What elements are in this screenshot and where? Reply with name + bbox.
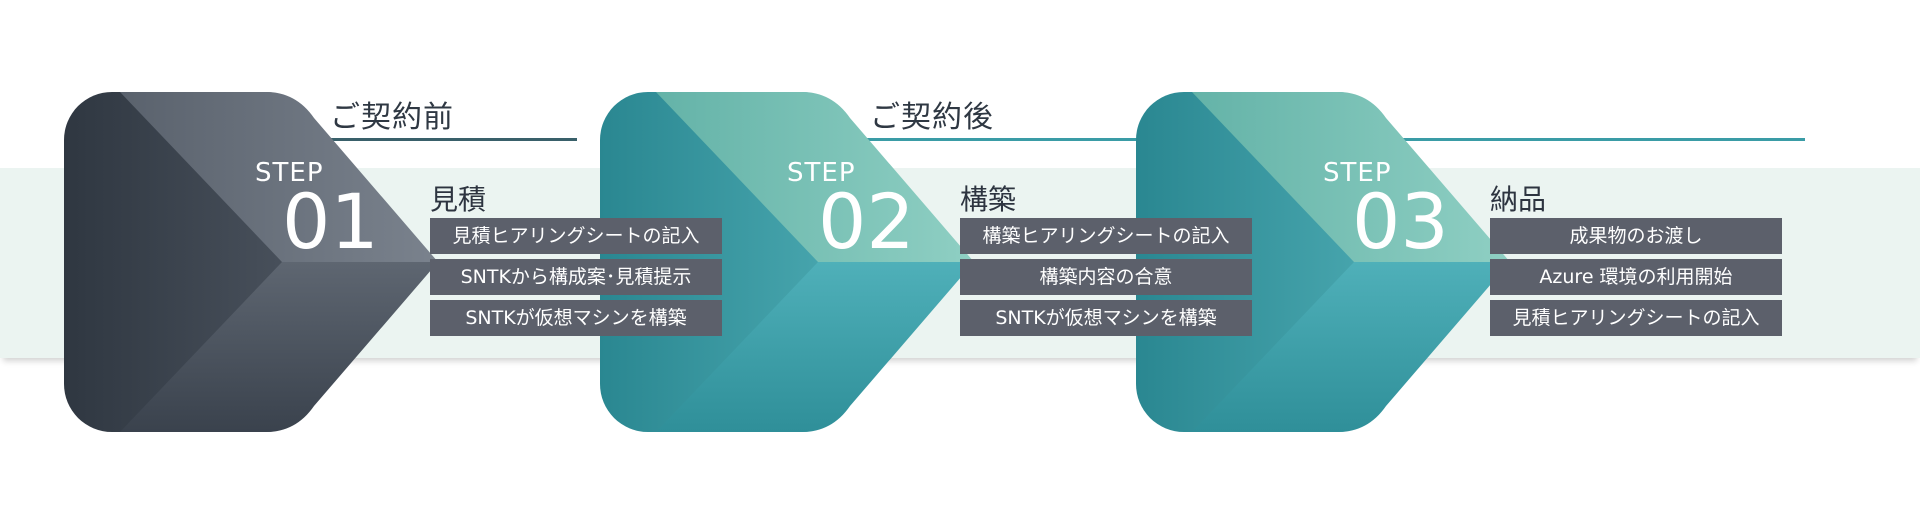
step-02-heading: 構築 xyxy=(960,183,1017,216)
step-01-heading: 見積 xyxy=(430,183,487,216)
step-02-item-3: SNTKが仮想マシンを構築 xyxy=(960,300,1252,336)
step-02-item-2: 構築内容の合意 xyxy=(960,259,1252,295)
step-03-number: 03 xyxy=(1352,177,1449,266)
step-01-item-2: SNTKから構成案･見積提示 xyxy=(430,259,722,295)
step-03-item-3: 見積ヒアリングシートの記入 xyxy=(1490,300,1782,336)
step-02-label: STEP xyxy=(787,158,856,188)
step-03-item-2: Azure 環境の利用開始 xyxy=(1490,259,1782,295)
step-03-label: STEP xyxy=(1323,158,1392,188)
step-01-number: 01 xyxy=(282,177,379,266)
step-03-item-1: 成果物のお渡し xyxy=(1490,218,1782,254)
step-01-item-3: SNTKが仮想マシンを構築 xyxy=(430,300,722,336)
step-01-item-1: 見積ヒアリングシートの記入 xyxy=(430,218,722,254)
phase-title-before: ご契約前 xyxy=(330,100,454,135)
step-01-label: STEP xyxy=(255,158,324,188)
step-03-heading: 納品 xyxy=(1490,183,1547,216)
step-02-chevron xyxy=(600,92,974,432)
phase-title-after: ご契約後 xyxy=(870,100,994,135)
step-01-chevron xyxy=(64,92,438,432)
step-02-item-1: 構築ヒアリングシートの記入 xyxy=(960,218,1252,254)
step-02-number: 02 xyxy=(818,177,915,266)
step-03-chevron xyxy=(1136,92,1510,432)
